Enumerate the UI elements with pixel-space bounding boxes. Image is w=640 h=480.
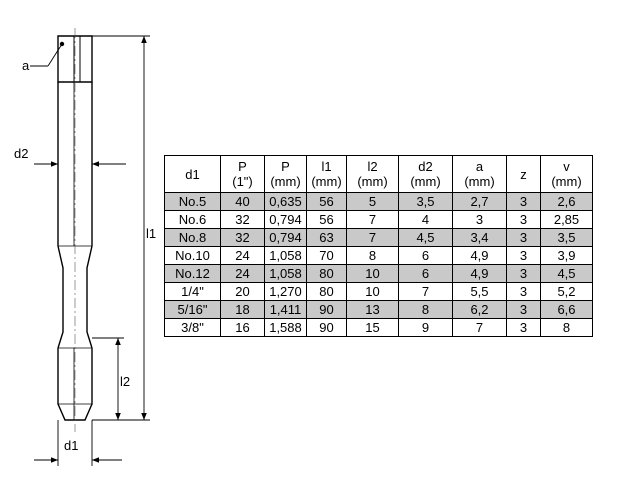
table-cell: 3 (506, 228, 541, 247)
label-l2: l2 (120, 374, 130, 389)
table-cell: 1/4" (164, 282, 221, 301)
table-cell: 3,5 (540, 228, 593, 247)
label-l1: l1 (146, 226, 156, 241)
table-cell: 3 (506, 300, 541, 319)
spec-table: d1 P(1") P(mm) l1(mm) l2(mm) d2(mm) a(mm… (164, 155, 593, 337)
table-cell: 3 (452, 210, 507, 229)
table-cell: 4,5 (398, 228, 453, 247)
header-v: v(mm) (540, 155, 593, 193)
table-cell: No.12 (164, 264, 221, 283)
table-cell: 7 (452, 318, 507, 337)
table-cell: 4 (398, 210, 453, 229)
table-cell: 3 (506, 192, 541, 211)
table-cell: 6,6 (540, 300, 593, 319)
table-cell: 15 (346, 318, 399, 337)
table-cell: 10 (346, 264, 399, 283)
table-cell: 90 (306, 318, 347, 337)
table-cell: 3 (506, 282, 541, 301)
header-a: a(mm) (452, 155, 507, 193)
table-cell: 4,9 (452, 264, 507, 283)
table-cell: 8 (398, 300, 453, 319)
header-p-inch: P(1") (220, 155, 265, 193)
table-cell: 56 (306, 192, 347, 211)
table-cell: 56 (306, 210, 347, 229)
table-cell: 9 (398, 318, 453, 337)
table-cell: 1,588 (264, 318, 307, 337)
table-cell: No.10 (164, 246, 221, 265)
table-cell: 7 (398, 282, 453, 301)
table-cell: 3/8" (164, 318, 221, 337)
table-cell: No.5 (164, 192, 221, 211)
table-cell: 18 (220, 300, 265, 319)
table-cell: 1,058 (264, 264, 307, 283)
dimension-lines (30, 35, 150, 466)
table-cell: 1,058 (264, 246, 307, 265)
table-header-row: d1 P(1") P(mm) l1(mm) l2(mm) d2(mm) a(mm… (164, 155, 593, 193)
table-cell: 0,635 (264, 192, 307, 211)
table-cell: 5/16" (164, 300, 221, 319)
header-p-mm: P(mm) (264, 155, 307, 193)
header-d1: d1 (164, 155, 221, 193)
table-cell: 3,5 (398, 192, 453, 211)
label-d1: d1 (64, 438, 78, 453)
header-d2: d2(mm) (398, 155, 453, 193)
table-cell: 16 (220, 318, 265, 337)
table-cell: 80 (306, 282, 347, 301)
table-cell: 3 (506, 246, 541, 265)
table-cell: 3,4 (452, 228, 507, 247)
table-cell: 3 (506, 264, 541, 283)
label-a: a (22, 58, 30, 73)
table-cell: 32 (220, 210, 265, 229)
table-cell: No.8 (164, 228, 221, 247)
table-cell: 5,2 (540, 282, 593, 301)
table-cell: 6 (398, 264, 453, 283)
table-cell: 90 (306, 300, 347, 319)
header-l1: l1(mm) (306, 155, 347, 193)
table-cell: 7 (346, 210, 399, 229)
table-cell: No.6 (164, 210, 221, 229)
table-cell: 7 (346, 228, 399, 247)
table-cell: 2,7 (452, 192, 507, 211)
table-cell: 40 (220, 192, 265, 211)
table-cell: 6 (398, 246, 453, 265)
table-cell: 1,270 (264, 282, 307, 301)
table-cell: 2,85 (540, 210, 593, 229)
table-cell: 8 (346, 246, 399, 265)
table-cell: 80 (306, 264, 347, 283)
table-cell: 1,411 (264, 300, 307, 319)
table-cell: 24 (220, 264, 265, 283)
a-marker-dot (59, 41, 65, 47)
table-cell: 70 (306, 246, 347, 265)
table-cell: 63 (306, 228, 347, 247)
table-cell: 32 (220, 228, 265, 247)
table-cell: 8 (540, 318, 593, 337)
table-cell: 0,794 (264, 210, 307, 229)
table-cell: 24 (220, 246, 265, 265)
table-cell: 20 (220, 282, 265, 301)
table-cell: 6,2 (452, 300, 507, 319)
header-z: z (506, 155, 541, 193)
label-d2: d2 (14, 146, 28, 161)
table-cell: 10 (346, 282, 399, 301)
table-cell: 3,9 (540, 246, 593, 265)
table-cell: 3 (506, 318, 541, 337)
table-cell: 4,5 (540, 264, 593, 283)
table-cell: 4,9 (452, 246, 507, 265)
table-cell: 13 (346, 300, 399, 319)
header-l2: l2(mm) (346, 155, 399, 193)
table-cell: 3 (506, 210, 541, 229)
table-cell: 2,6 (540, 192, 593, 211)
table-cell: 5,5 (452, 282, 507, 301)
table-cell: 0,794 (264, 228, 307, 247)
table-cell: 5 (346, 192, 399, 211)
